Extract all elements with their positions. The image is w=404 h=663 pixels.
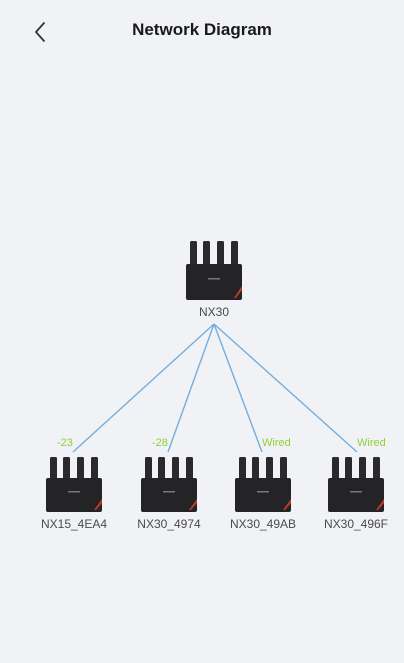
child-node[interactable]: NX30_496F: [311, 456, 401, 531]
link-line: [167, 323, 215, 453]
root-node[interactable]: NX30: [169, 240, 259, 319]
link-line: [213, 323, 358, 453]
signal-label: Wired: [262, 437, 291, 449]
router-icon: [141, 457, 197, 512]
link-line: [213, 323, 263, 453]
node-label: NX15_4EA4: [40, 517, 108, 531]
child-node[interactable]: NX30_4974: [124, 456, 214, 531]
router-icon: [46, 457, 102, 512]
node-label: NX30_4974: [137, 517, 201, 531]
header: Network Diagram: [0, 0, 404, 64]
router-icon: [186, 241, 242, 300]
child-node[interactable]: NX15_4EA4: [29, 456, 119, 531]
router-icon: [235, 457, 291, 512]
signal-label: Wired: [357, 437, 386, 449]
page-title: Network Diagram: [132, 20, 272, 39]
link-line: [72, 323, 215, 453]
node-label: NX30_496F: [323, 517, 389, 531]
chevron-left-icon: [35, 22, 45, 42]
signal-label: -28: [152, 437, 168, 449]
signal-label: -23: [57, 437, 73, 449]
node-label: NX30: [198, 305, 230, 319]
node-label: NX30_49AB: [229, 517, 297, 531]
child-node[interactable]: NX30_49AB: [218, 456, 308, 531]
back-button[interactable]: [24, 18, 56, 46]
router-icon: [328, 457, 384, 512]
